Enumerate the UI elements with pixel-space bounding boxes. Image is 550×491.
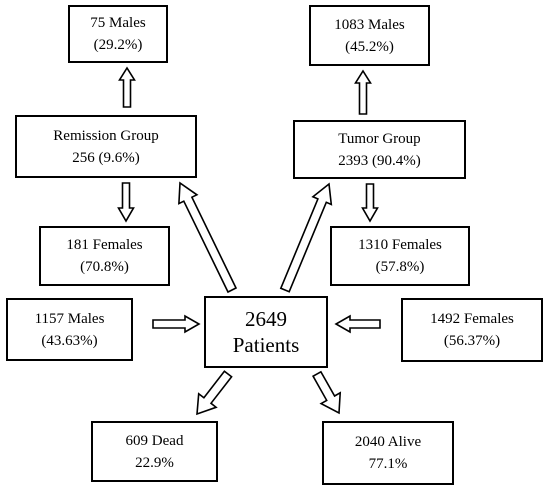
remission-males-percent: (29.2%) bbox=[93, 37, 143, 53]
total-males-count: 1157 Males bbox=[34, 310, 105, 327]
alive-percent: 77.1% bbox=[368, 456, 408, 472]
arrow-remission-to-females bbox=[117, 182, 135, 223]
patients-count: 2649 bbox=[245, 307, 287, 331]
remission-females-box: 181 Females (70.8%) bbox=[39, 226, 170, 286]
tumor-males-box: 1083 Males (45.2%) bbox=[309, 5, 430, 66]
tumor-females-percent: (57.8%) bbox=[375, 259, 425, 275]
total-females-count: 1492 Females bbox=[430, 311, 514, 327]
tumor-group-count: 2393 (90.4%) bbox=[338, 152, 421, 169]
arrow-patients-to-tumor bbox=[279, 182, 333, 293]
patients-box: 2649 Patients bbox=[204, 296, 328, 368]
tumor-group-label: Tumor Group bbox=[338, 130, 421, 147]
arrow-patients-to-alive bbox=[312, 370, 342, 415]
tumor-females-count: 1310 Females bbox=[358, 237, 442, 253]
total-females-percent: (56.37%) bbox=[443, 333, 501, 349]
dead-box: 609 Dead 22.9% bbox=[91, 421, 218, 482]
total-males-box: 1157 Males (43.63%) bbox=[6, 298, 133, 361]
dead-percent: 22.9% bbox=[135, 454, 174, 471]
total-males-percent: (43.63%) bbox=[41, 332, 98, 349]
remission-group-count: 256 (9.6%) bbox=[72, 149, 140, 166]
arrow-females-to-patients bbox=[334, 314, 381, 334]
arrow-tumor-to-females bbox=[361, 183, 379, 223]
total-females-box: 1492 Females (56.37%) bbox=[401, 298, 543, 362]
arrow-patients-to-dead bbox=[196, 370, 233, 416]
remission-group-box: Remission Group 256 (9.6%) bbox=[15, 115, 197, 178]
arrow-remission-to-males bbox=[118, 66, 136, 108]
remission-females-percent: (70.8%) bbox=[80, 259, 129, 275]
dead-count: 609 Dead bbox=[125, 432, 184, 449]
tumor-females-box: 1310 Females (57.8%) bbox=[330, 226, 470, 286]
arrow-males-to-patients bbox=[152, 314, 201, 334]
patients-label: Patients bbox=[232, 333, 300, 357]
arrow-patients-to-remission bbox=[178, 181, 238, 294]
alive-count: 2040 Alive bbox=[354, 434, 422, 450]
tumor-males-percent: (45.2%) bbox=[345, 38, 394, 55]
tumor-males-count: 1083 Males bbox=[334, 16, 405, 33]
tumor-group-box: Tumor Group 2393 (90.4%) bbox=[293, 120, 466, 179]
arrow-tumor-to-males bbox=[354, 69, 372, 115]
alive-box: 2040 Alive 77.1% bbox=[322, 421, 454, 485]
remission-males-count: 75 Males bbox=[90, 15, 146, 31]
remission-females-count: 181 Females bbox=[66, 237, 143, 253]
remission-males-box: 75 Males (29.2%) bbox=[68, 5, 168, 63]
remission-group-label: Remission Group bbox=[53, 127, 159, 144]
